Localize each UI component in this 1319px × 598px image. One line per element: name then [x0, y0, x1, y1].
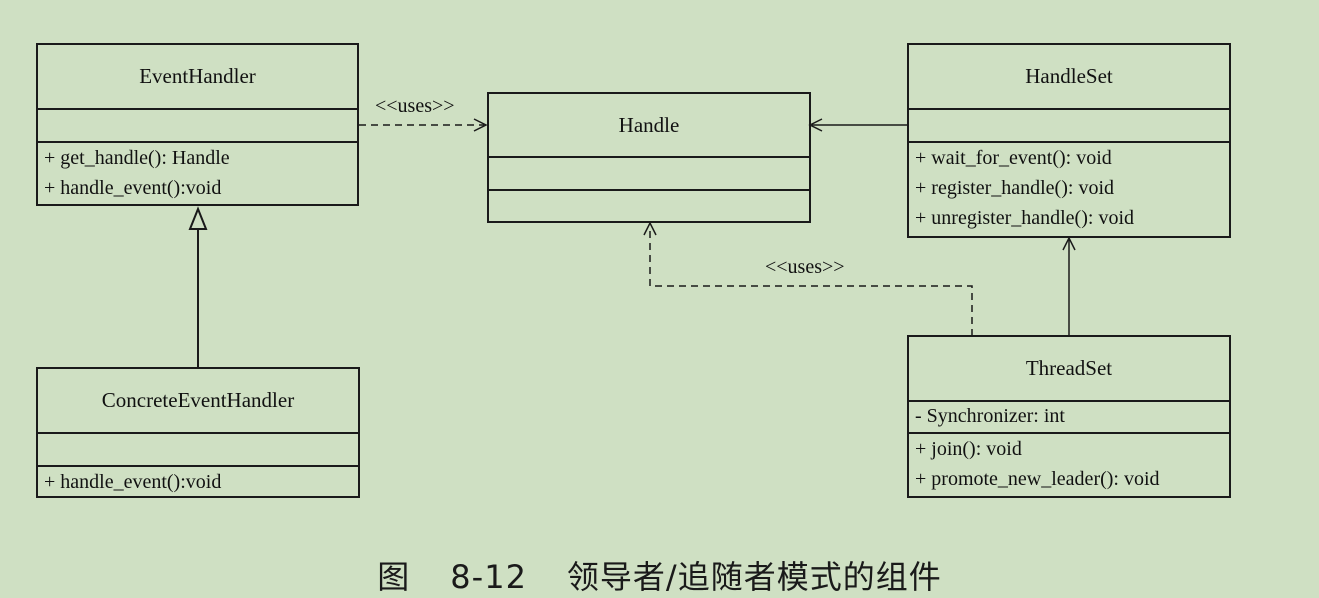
class-handleset: HandleSet + wait_for_event(): void + reg…	[907, 43, 1231, 238]
operation-row: + register_handle(): void	[915, 177, 1114, 199]
operation-row: + get_handle(): Handle	[44, 147, 230, 169]
inheritance-triangle	[188, 206, 208, 230]
operation-row: + handle_event():void	[44, 177, 222, 199]
attribute-compartment: - Synchronizer: int	[909, 402, 1229, 434]
uses-arrowhead-eventhandler-handle	[473, 118, 488, 132]
uses-label-threadset-handle: <<uses>>	[765, 256, 845, 278]
uses-line-threadset-handle	[649, 226, 973, 336]
operation-compartment: + handle_event():void	[38, 467, 358, 497]
figure-label: 图	[377, 558, 411, 596]
class-handle: Handle	[487, 92, 811, 223]
attribute-compartment	[909, 110, 1229, 143]
class-eventhandler: EventHandler + get_handle(): Handle + ha…	[36, 43, 359, 206]
operation-compartment: + join(): void + promote_new_leader(): v…	[909, 434, 1229, 494]
attribute-compartment	[489, 158, 809, 191]
operation-compartment: + wait_for_event(): void + register_hand…	[909, 143, 1229, 233]
class-concreteeventhandler: ConcreteEventHandler + handle_event():vo…	[36, 367, 360, 498]
figure-number: 8-12	[450, 558, 527, 596]
class-name: Handle	[489, 94, 809, 158]
operation-row: + unregister_handle(): void	[915, 207, 1134, 229]
attribute-compartment	[38, 110, 357, 143]
assoc-arrowhead-threadset-handleset	[1062, 236, 1076, 251]
operation-compartment: + get_handle(): Handle + handle_event():…	[38, 143, 357, 203]
uses-arrowhead-threadset-handle	[643, 221, 657, 236]
operation-row: + promote_new_leader(): void	[915, 468, 1160, 490]
class-name: ThreadSet	[909, 337, 1229, 402]
figure-title: 领导者/追随者模式的组件	[566, 558, 942, 596]
class-name: ConcreteEventHandler	[38, 369, 358, 434]
attribute-compartment	[38, 434, 358, 467]
class-name: EventHandler	[38, 45, 357, 110]
attribute-row: - Synchronizer: int	[915, 405, 1065, 427]
uses-label-eventhandler-handle: <<uses>>	[375, 95, 455, 117]
figure-caption: 图 8-12 领导者/追随者模式的组件	[0, 552, 1319, 598]
class-threadset: ThreadSet - Synchronizer: int + join(): …	[907, 335, 1231, 498]
class-name: HandleSet	[909, 45, 1229, 110]
operation-row: + wait_for_event(): void	[915, 147, 1112, 169]
operation-row: + handle_event():void	[44, 471, 222, 493]
operation-row: + join(): void	[915, 438, 1022, 460]
